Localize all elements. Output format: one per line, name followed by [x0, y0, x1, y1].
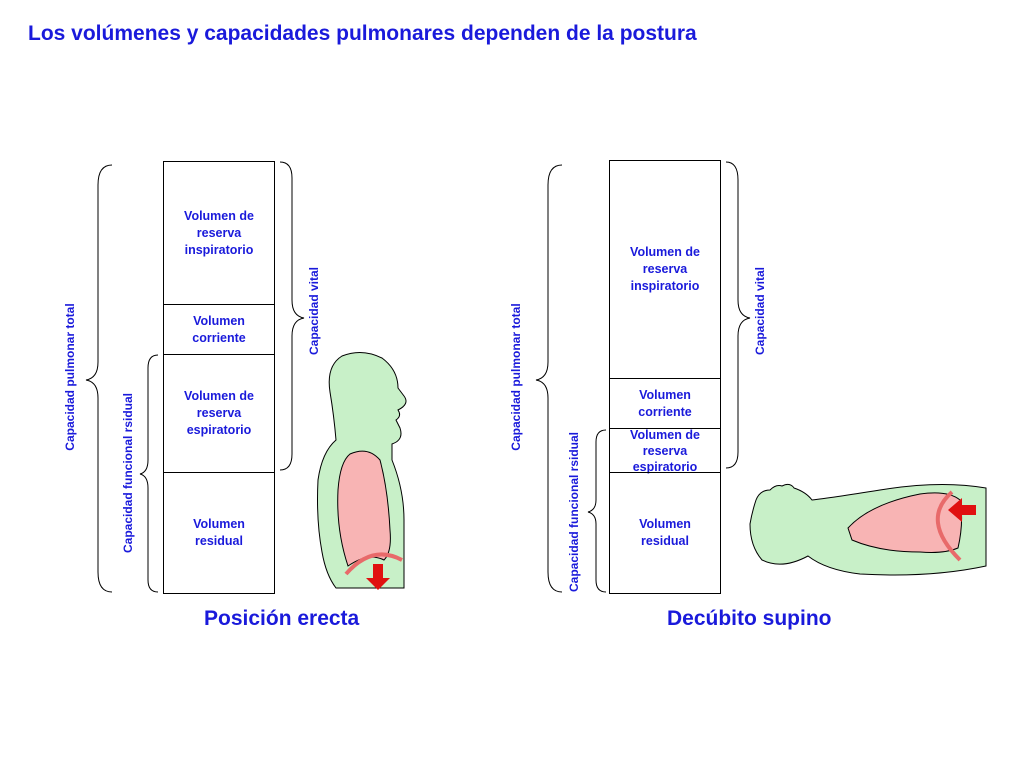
bracket-vital-right — [725, 161, 751, 469]
right-seg-rv: Volumen residual — [610, 472, 720, 593]
left-label-vital: Capacidad vital — [307, 266, 321, 356]
upright-diaphragm — [344, 552, 403, 576]
supine-arrow-left-icon — [948, 498, 976, 522]
left-label-total: Capacidad pulmonar total — [63, 303, 77, 451]
upright-lung — [337, 450, 391, 567]
supine-diaphragm — [935, 490, 962, 562]
right-label-total: Capacidad pulmonar total — [509, 303, 523, 451]
left-seg-rv: Volumen residual — [164, 472, 274, 593]
left-seg-irv: Volumen de reserva inspiratorio — [184, 208, 254, 257]
left-seg-tv: Volumen corriente — [164, 304, 274, 354]
bracket-frc-left — [139, 354, 159, 593]
bracket-vital-left — [279, 161, 305, 471]
right-label-frc: Capacidad funcional rsidual — [567, 431, 581, 593]
right-seg-irv: Volumen de reserva inspiratorio — [630, 245, 700, 293]
bracket-total-right — [535, 164, 563, 593]
bracket-frc-right — [587, 429, 607, 593]
right-caption: Decúbito supino — [667, 607, 832, 630]
left-label-frc: Capacidad funcional rsidual — [121, 392, 135, 554]
right-volume-column: Volumen de reserva inspiratorio Volumen … — [609, 160, 721, 594]
left-seg-erv: Volumen de reserva espiratorio — [164, 354, 274, 472]
page-title: Los volúmenes y capacidades pulmonares d… — [28, 22, 697, 45]
supine-lung — [847, 492, 963, 553]
upright-arrow-down-icon — [366, 564, 390, 590]
left-volume-column: Volumen de reserva inspiratorio Volumen … — [163, 161, 275, 594]
right-label-vital: Capacidad vital — [753, 266, 767, 356]
right-seg-erv: Volumen de reserva espiratorio — [610, 428, 720, 474]
right-seg-tv: Volumen corriente — [610, 378, 720, 428]
left-caption: Posición erecta — [204, 607, 360, 630]
bracket-total-left — [85, 164, 113, 593]
